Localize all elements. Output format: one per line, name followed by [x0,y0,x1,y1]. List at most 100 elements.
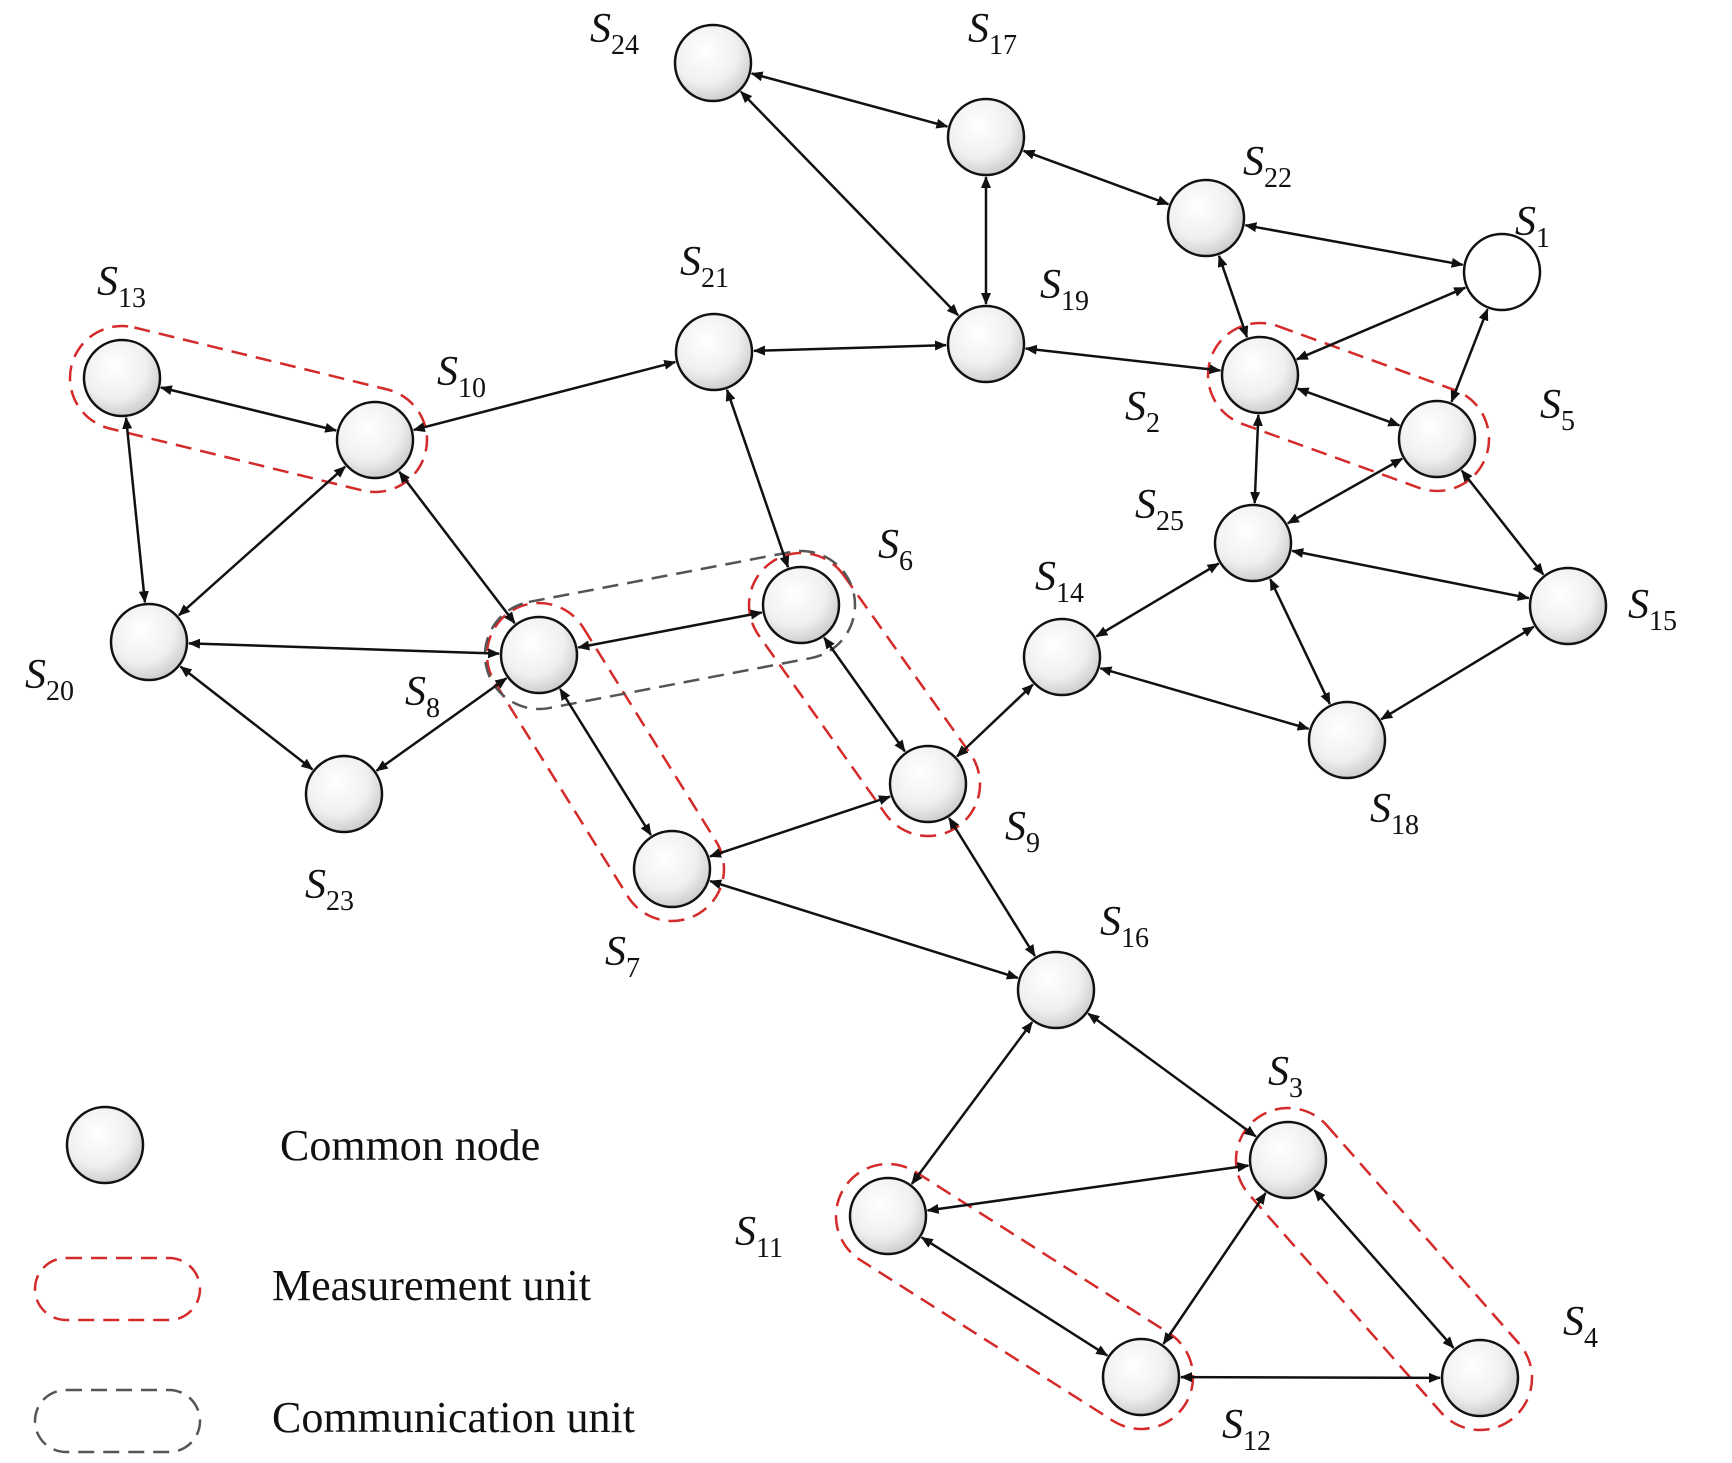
edge-S7-S9 [709,795,891,858]
node-label-base: S [605,929,626,975]
node-S4[interactable]: S4 [1440,1299,1598,1418]
node-label-S18: S18 [1370,786,1419,841]
node-S1[interactable]: S1 [1462,199,1550,312]
node-label-S6: S6 [878,522,913,577]
node-circle-S8[interactable] [499,615,579,695]
node-circle-S1[interactable] [1462,232,1542,312]
node-label-S23: S23 [305,862,354,917]
legend-item-communication-unit: Communication unit [33,1388,635,1454]
node-label-subscript: 14 [1056,578,1084,609]
node-label-base: S [968,6,989,52]
communication-unit-S8-S6 [483,549,857,711]
node-label-base: S [25,652,46,698]
node-S11[interactable]: S11 [735,1176,928,1264]
node-S17[interactable]: S17 [946,6,1026,177]
node-S18[interactable]: S18 [1307,700,1419,841]
node-S14[interactable]: S14 [1022,554,1102,697]
edge-S10-S8 [398,471,516,624]
node-circle-S5[interactable] [1397,399,1477,479]
node-label-subscript: 16 [1121,923,1149,954]
edge-S8-S23 [375,677,508,772]
edge-S16-S3 [1087,1012,1257,1138]
node-circle-S14[interactable] [1022,617,1102,697]
edge-S19-S21 [752,340,948,356]
node-S25[interactable]: S25 [1135,482,1293,583]
node-label-S22: S22 [1243,139,1292,194]
node-label-base: S [1005,804,1026,850]
node-label-base: S [1135,482,1156,528]
edge-S20-S8 [187,638,501,659]
edge-S21-S10 [412,359,677,433]
node-label-subscript: 11 [756,1233,783,1264]
edge-S5-S25 [1286,457,1404,525]
node-S23[interactable]: S23 [304,754,384,917]
node-S21[interactable]: S21 [674,239,754,392]
edge-S14-S9 [956,683,1034,758]
node-label-subscript: 25 [1156,506,1184,537]
node-circle-S21[interactable] [674,312,754,392]
node-circle-S25[interactable] [1213,503,1293,583]
node-label-subscript: 6 [899,546,913,577]
node-S15[interactable]: S15 [1528,566,1677,646]
legend-common-node-label: Common node [280,1121,540,1170]
node-S16[interactable]: S16 [1016,899,1149,1030]
node-circle-S19[interactable] [946,304,1026,384]
node-circle-S13[interactable] [82,338,162,418]
node-S13[interactable]: S13 [82,259,162,418]
node-label-subscript: 23 [326,886,354,917]
node-label-subscript: 17 [989,30,1017,61]
node-S20[interactable]: S20 [25,602,189,707]
legend-measurement-icon [33,1256,202,1322]
node-circle-S17[interactable] [946,97,1026,177]
node-S10[interactable]: S10 [335,349,486,480]
node-circle-S24[interactable] [673,23,753,103]
node-label-S20: S20 [25,652,74,707]
node-label-subscript: 8 [426,693,440,724]
node-label-base: S [1243,139,1264,185]
node-circle-S7[interactable] [632,829,712,909]
edge-S2-S5 [1296,387,1401,427]
node-circle-S6[interactable] [761,565,841,645]
node-circle-S11[interactable] [848,1176,928,1256]
node-label-subscript: 19 [1061,286,1089,317]
node-S22[interactable]: S22 [1166,139,1292,258]
node-circle-S12[interactable] [1101,1337,1181,1417]
node-label-S1: S1 [1515,199,1550,254]
node-label-base: S [590,6,611,52]
node-S5[interactable]: S5 [1397,382,1575,479]
node-circle-S4[interactable] [1440,1338,1520,1418]
node-S8[interactable]: S8 [405,615,579,724]
node-S12[interactable]: S12 [1101,1337,1271,1457]
node-S19[interactable]: S19 [946,262,1089,384]
node-label-S13: S13 [97,259,146,314]
edge-S15-S18 [1380,625,1535,721]
node-circle-S10[interactable] [335,400,415,480]
node-S7[interactable]: S7 [605,829,712,984]
node-label-S8: S8 [405,669,440,724]
node-label-subscript: 20 [46,676,74,707]
node-label-S24: S24 [590,6,639,61]
edge-S13-S10 [159,385,338,433]
node-circle-S20[interactable] [109,602,189,682]
node-label-subscript: 9 [1026,828,1040,859]
edge-S13-S20 [122,416,149,604]
node-label-base: S [1125,384,1146,430]
node-label-base: S [437,349,458,395]
node-S9[interactable]: S9 [888,744,1040,859]
node-S3[interactable]: S3 [1248,1049,1328,1200]
node-S2[interactable]: S2 [1125,335,1300,439]
node-label-subscript: 2 [1146,408,1160,439]
node-circle-S23[interactable] [304,754,384,834]
node-circle-S22[interactable] [1166,178,1246,258]
node-circle-S2[interactable] [1220,335,1300,415]
node-circle-S16[interactable] [1016,950,1096,1030]
edge-S1-S5 [1450,308,1489,403]
node-S24[interactable]: S24 [590,6,753,103]
node-circle-S15[interactable] [1528,566,1608,646]
node-label-S5: S5 [1540,382,1575,437]
node-circle-S3[interactable] [1248,1120,1328,1200]
legend-communication-unit-label: Communication unit [272,1393,635,1442]
node-S6[interactable]: S6 [761,522,913,645]
node-circle-S9[interactable] [888,744,968,824]
node-circle-S18[interactable] [1307,700,1387,780]
